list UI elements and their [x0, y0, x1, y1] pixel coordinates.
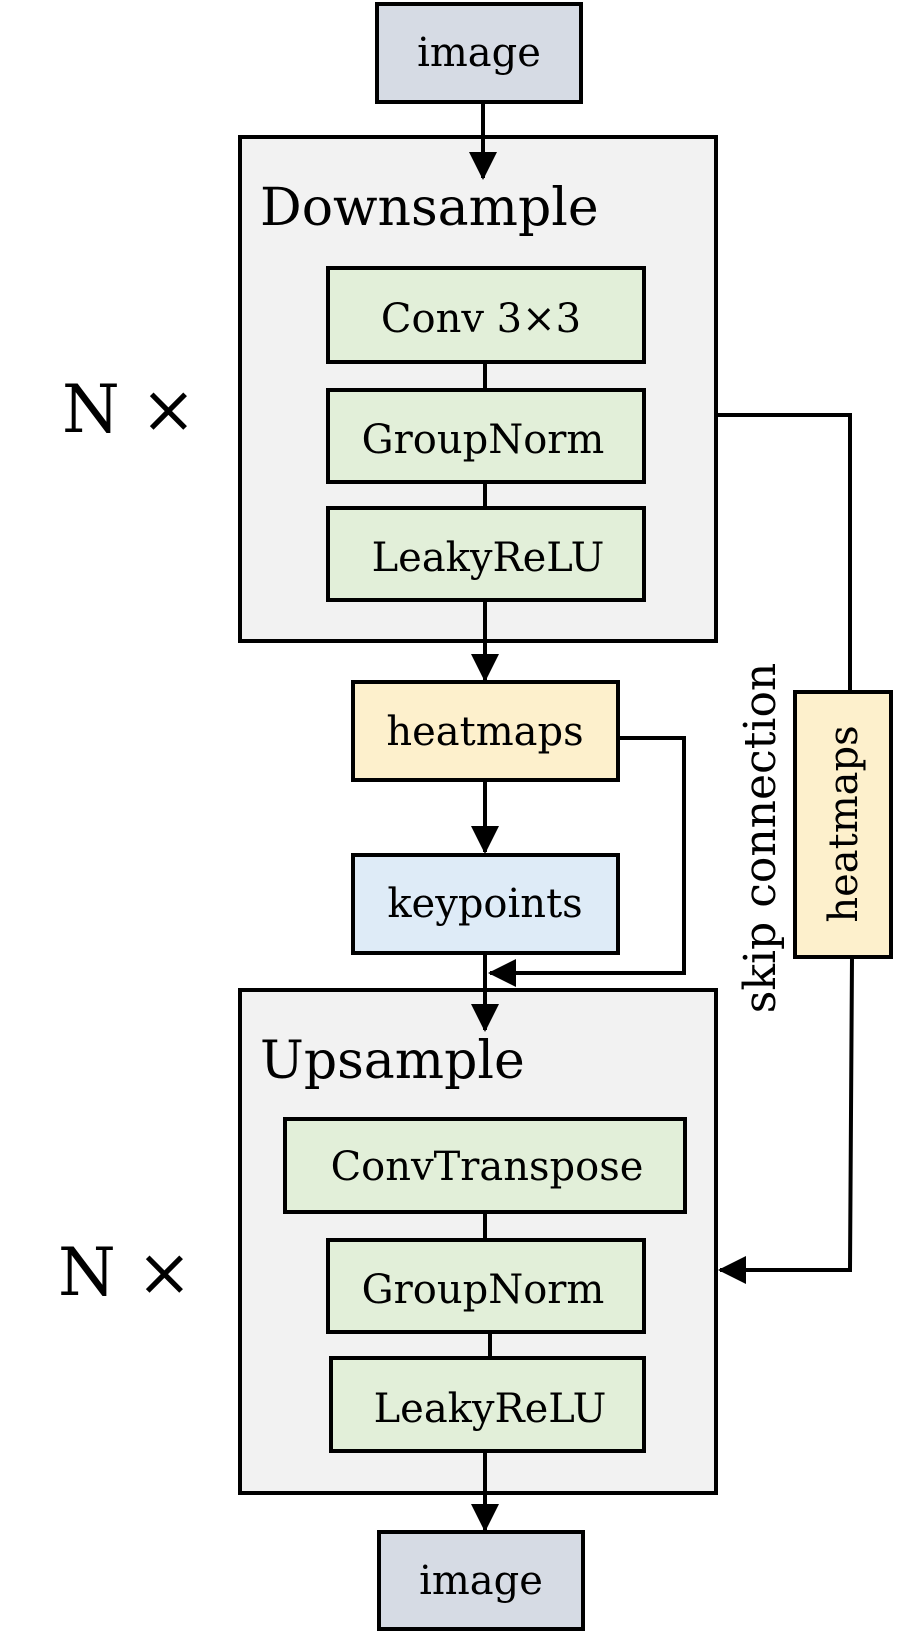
- skip-heatmaps-box: [793, 690, 893, 959]
- upsample-layer-label: LeakyReLU: [374, 1386, 607, 1432]
- skip-heatmaps-node: heatmaps: [793, 690, 893, 959]
- downsample-layer-box: [326, 266, 646, 364]
- downsample-layer-label: Conv 3×3: [381, 296, 581, 342]
- heatmaps-node: heatmaps: [351, 680, 620, 782]
- downsample-layer-box: [326, 388, 646, 484]
- upsample-layer-box: [329, 1356, 646, 1453]
- input-image-node: image: [375, 2, 583, 104]
- skip-connection-bottom: [718, 956, 854, 1284]
- input-image-box: [375, 2, 583, 104]
- upsample-layers: ConvTranspose GroupNorm LeakyReLU: [283, 1117, 687, 1453]
- heatmaps-box: [351, 680, 620, 782]
- arrow-heatmaps-bypass: [488, 736, 686, 987]
- keypoints-box: [351, 853, 620, 955]
- upsample-layer-box: [326, 1238, 646, 1334]
- downsample-layer-label: GroupNorm: [362, 417, 605, 463]
- downsample-title: Downsample: [260, 178, 599, 238]
- upsample-layer-label: GroupNorm: [362, 1267, 605, 1313]
- downsample-layer-label: LeakyReLU: [372, 535, 605, 581]
- input-image-label: image: [417, 30, 541, 76]
- upsample-repeat-label: N ×: [58, 1234, 192, 1311]
- skip-connection-label: skip connection: [735, 663, 786, 1014]
- upsample-layer-box: [283, 1117, 687, 1214]
- downsample-layer-box: [326, 506, 646, 602]
- output-image-node: image: [377, 1530, 585, 1631]
- downsample-layers: Conv 3×3 GroupNorm LeakyReLU: [326, 266, 646, 602]
- heatmaps-label: heatmaps: [386, 709, 583, 755]
- skip-heatmaps-label: heatmaps: [821, 725, 867, 922]
- connectors: [469, 104, 854, 1532]
- output-image-label: image: [419, 1558, 543, 1604]
- upsample-title: Upsample: [260, 1031, 525, 1091]
- output-image-box: [377, 1530, 585, 1631]
- keypoints-node: keypoints: [351, 853, 620, 955]
- upsample-layer-label: ConvTranspose: [331, 1144, 644, 1190]
- downsample-repeat-label: N ×: [62, 371, 196, 448]
- skip-connection-top: [716, 413, 852, 692]
- keypoints-label: keypoints: [387, 881, 582, 927]
